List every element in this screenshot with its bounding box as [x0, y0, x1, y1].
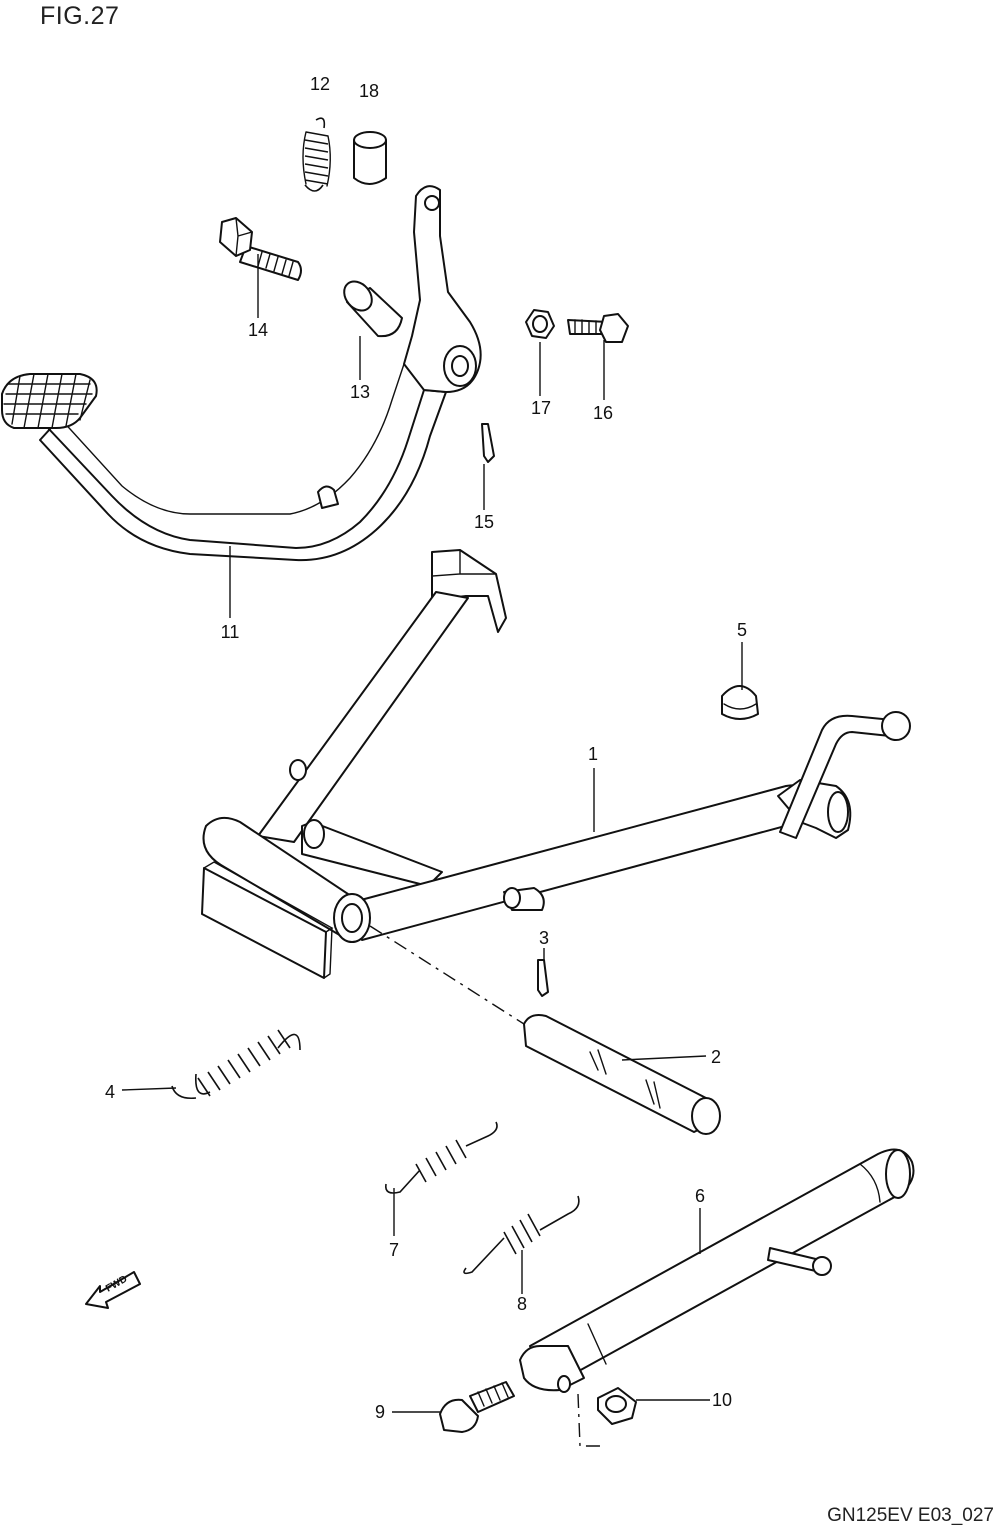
center-stand-part — [201, 549, 911, 979]
callout-10: 10 — [712, 1390, 732, 1410]
adjuster-bolt-part — [567, 313, 629, 343]
spacer-bushing-part — [343, 280, 403, 338]
spring-small-part — [302, 117, 331, 192]
brake-pedal-part — [1, 185, 482, 562]
callout-12: 12 — [310, 74, 330, 94]
callout-labels: 1 2 3 4 5 6 7 8 9 10 11 12 13 14 15 16 1… — [105, 74, 747, 1422]
diagram-code: GN125EV E03_027 — [827, 1505, 994, 1526]
callout-1: 1 — [588, 744, 598, 764]
cotter-pin-upper-part — [481, 423, 495, 463]
side-stand-part — [519, 1148, 915, 1393]
side-stand-nut-part — [597, 1387, 637, 1425]
callout-2: 2 — [711, 1047, 721, 1067]
callout-8: 8 — [517, 1294, 527, 1314]
figure-title: FIG.27 — [40, 2, 120, 30]
side-stand-spring-b-part — [463, 1195, 580, 1275]
callout-16: 16 — [593, 403, 613, 423]
stand-spring-part — [171, 1029, 301, 1100]
bushing-part — [353, 131, 387, 185]
stand-shaft-part — [523, 1014, 721, 1135]
callout-9: 9 — [375, 1402, 385, 1422]
callout-4: 4 — [105, 1082, 115, 1102]
callout-17: 17 — [531, 398, 551, 418]
cotter-pin-lower-part — [537, 959, 549, 997]
callout-5: 5 — [737, 620, 747, 640]
leader-lines — [121, 254, 743, 1447]
callout-6: 6 — [695, 1186, 705, 1206]
callout-3: 3 — [539, 928, 549, 948]
callout-18: 18 — [359, 81, 379, 101]
callout-15: 15 — [474, 512, 494, 532]
callout-11: 11 — [221, 622, 240, 642]
callout-14: 14 — [248, 320, 268, 340]
callout-7: 7 — [389, 1240, 399, 1260]
stand-stopper-part — [721, 685, 759, 720]
side-stand-spring-a-part — [384, 1121, 498, 1194]
nut-part — [525, 309, 555, 339]
side-stand-bolt-part — [439, 1381, 515, 1433]
forward-arrow-icon: FWD — [85, 1271, 141, 1309]
pivot-bolt-part — [219, 217, 302, 281]
callout-13: 13 — [350, 382, 370, 402]
